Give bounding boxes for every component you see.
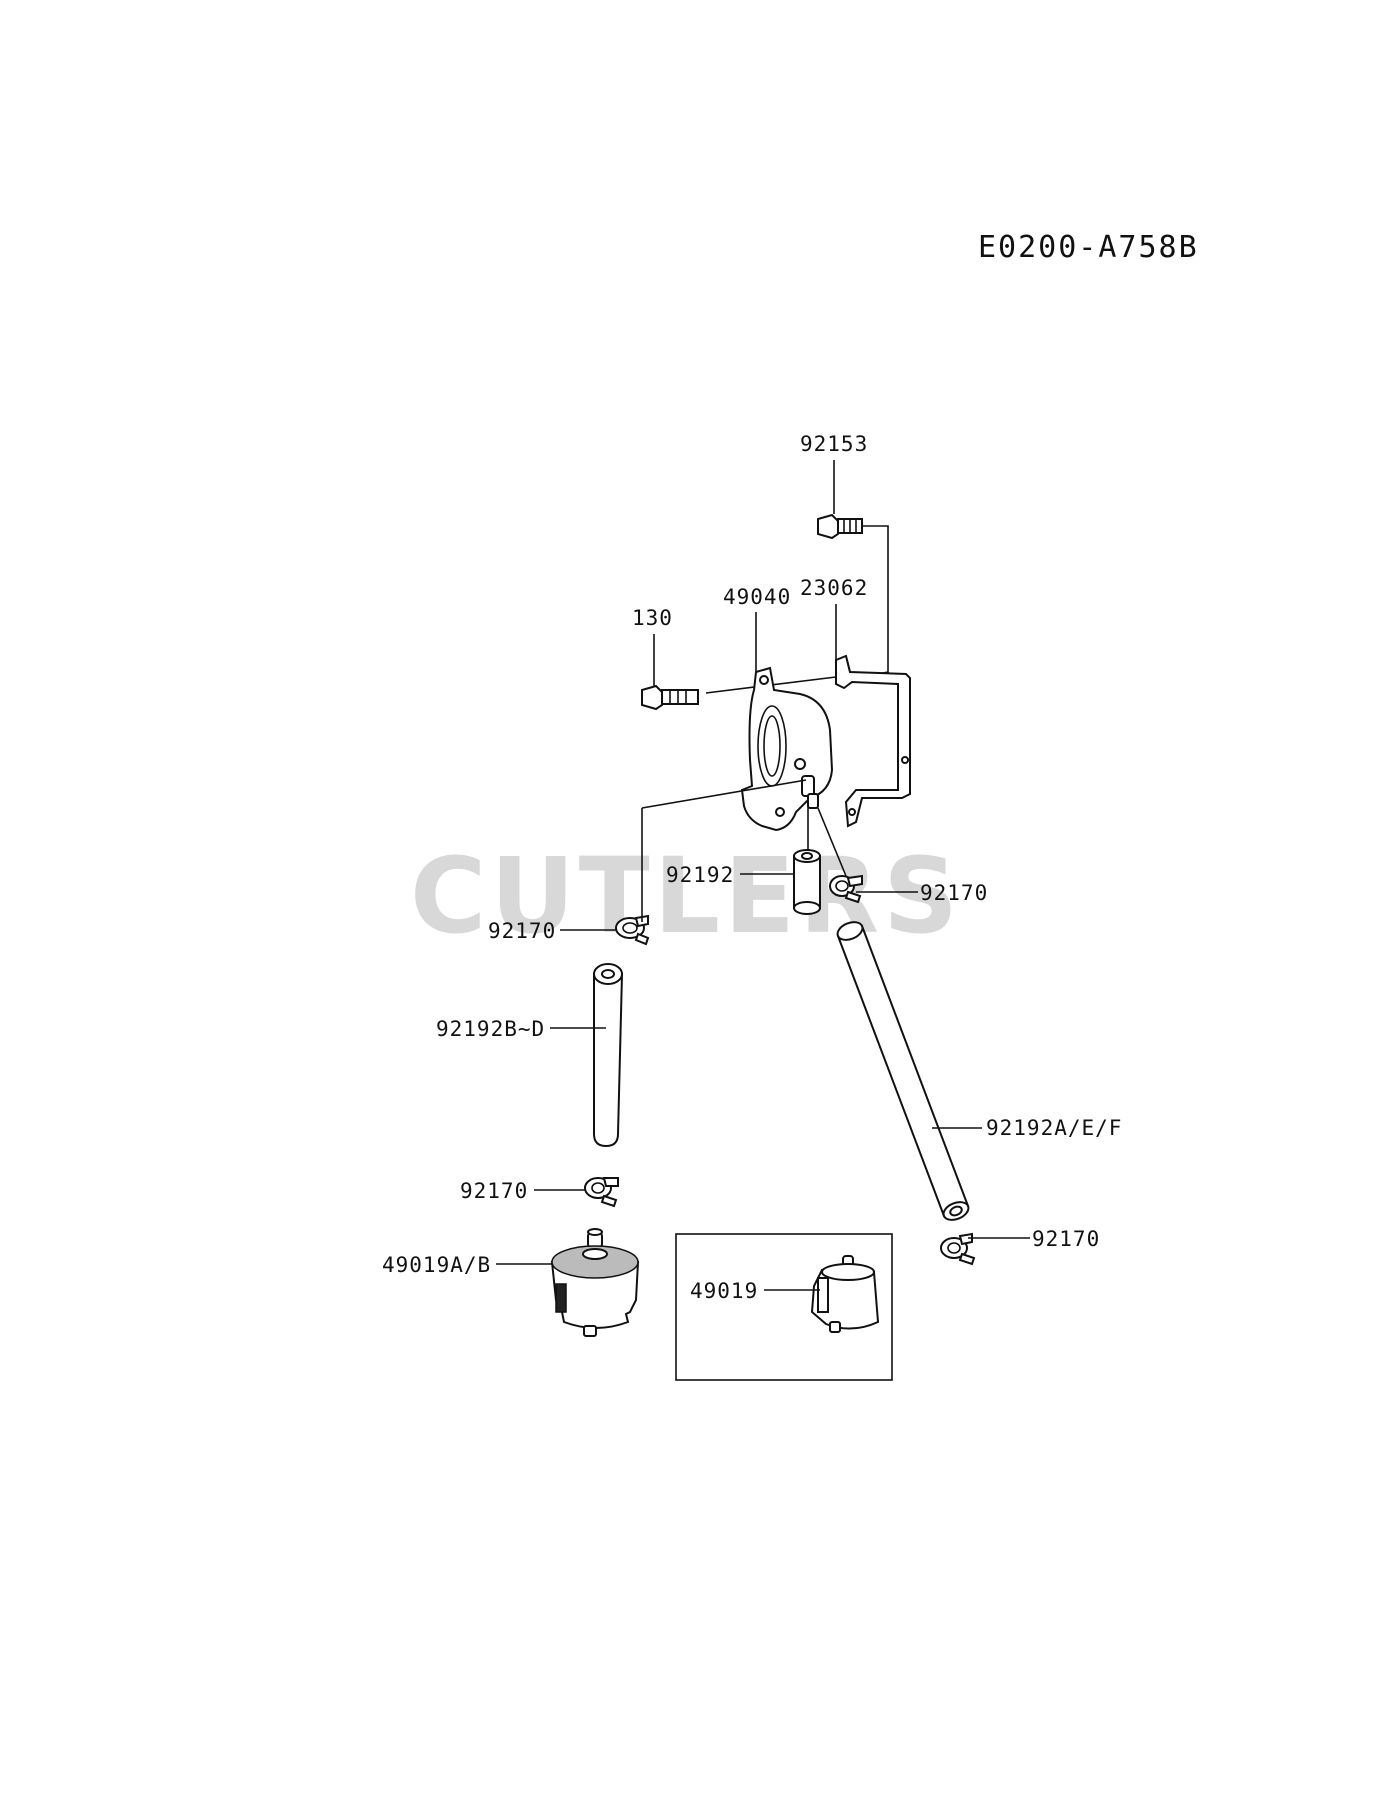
- label-92170-bottom-right[interactable]: 92170: [1032, 1227, 1100, 1251]
- label-92170-lower[interactable]: 92170: [460, 1179, 528, 1203]
- label-23062[interactable]: 23062: [800, 576, 868, 600]
- label-92192[interactable]: 92192: [666, 863, 734, 887]
- fuel-pump-49040-icon: [740, 666, 834, 832]
- fuel-filter-49019-icon: [810, 1255, 880, 1333]
- clip-92170-bottom-right-icon: [940, 1232, 976, 1266]
- bolt-130-icon: [641, 684, 699, 711]
- label-49040[interactable]: 49040: [723, 585, 791, 609]
- label-130[interactable]: 130: [632, 606, 673, 630]
- hose-92192BD-icon: [593, 963, 624, 1148]
- leader-92170-right-to-pump: [817, 807, 847, 877]
- fuel-filter-49019AB-icon: [550, 1228, 640, 1337]
- clip-92170-left-icon: [615, 914, 650, 946]
- label-49019[interactable]: 49019: [690, 1279, 758, 1303]
- clip-92170-lower-icon: [584, 1177, 619, 1208]
- label-92192BD[interactable]: 92192B~D: [436, 1017, 545, 1041]
- leader-92170-left-to-pump: [641, 779, 807, 809]
- hose-92192-short-icon: [793, 849, 821, 915]
- leader-92153-bracket: [862, 525, 889, 675]
- label-92153[interactable]: 92153: [800, 432, 868, 456]
- diagram-code: E0200-A758B: [978, 230, 1199, 265]
- clip-92170-right-icon: [829, 874, 863, 904]
- inset-box: [675, 1233, 893, 1381]
- label-92170-left[interactable]: 92170: [488, 919, 556, 943]
- label-92170-right[interactable]: 92170: [920, 881, 988, 905]
- label-92192AEF[interactable]: 92192A/E/F: [986, 1116, 1122, 1140]
- label-49019AB[interactable]: 49019A/B: [382, 1253, 491, 1277]
- bracket-23062-icon: [835, 654, 911, 828]
- hose-92192AEF-icon: [836, 921, 970, 1221]
- bolt-92153-icon: [817, 513, 863, 540]
